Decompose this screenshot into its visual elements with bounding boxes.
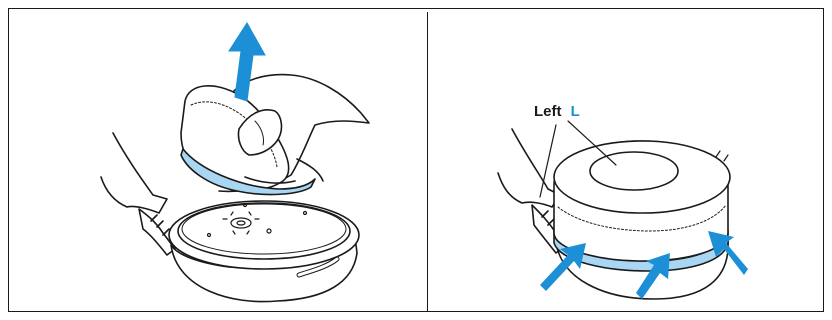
side-label: Left L xyxy=(534,103,580,120)
step-attach-earpad-panel: Left L xyxy=(428,9,823,311)
step-remove-earpad-panel xyxy=(9,9,425,311)
remove-earpad-illustration xyxy=(9,9,425,311)
arrow-up-right-icon xyxy=(540,243,586,291)
attach-earpad-illustration: Left L xyxy=(428,9,823,311)
side-label-letter: L xyxy=(571,103,580,120)
side-label-word: Left xyxy=(534,103,562,120)
forearm-left xyxy=(498,129,560,207)
forearm-left xyxy=(101,133,167,213)
earpad-opening xyxy=(590,152,678,190)
